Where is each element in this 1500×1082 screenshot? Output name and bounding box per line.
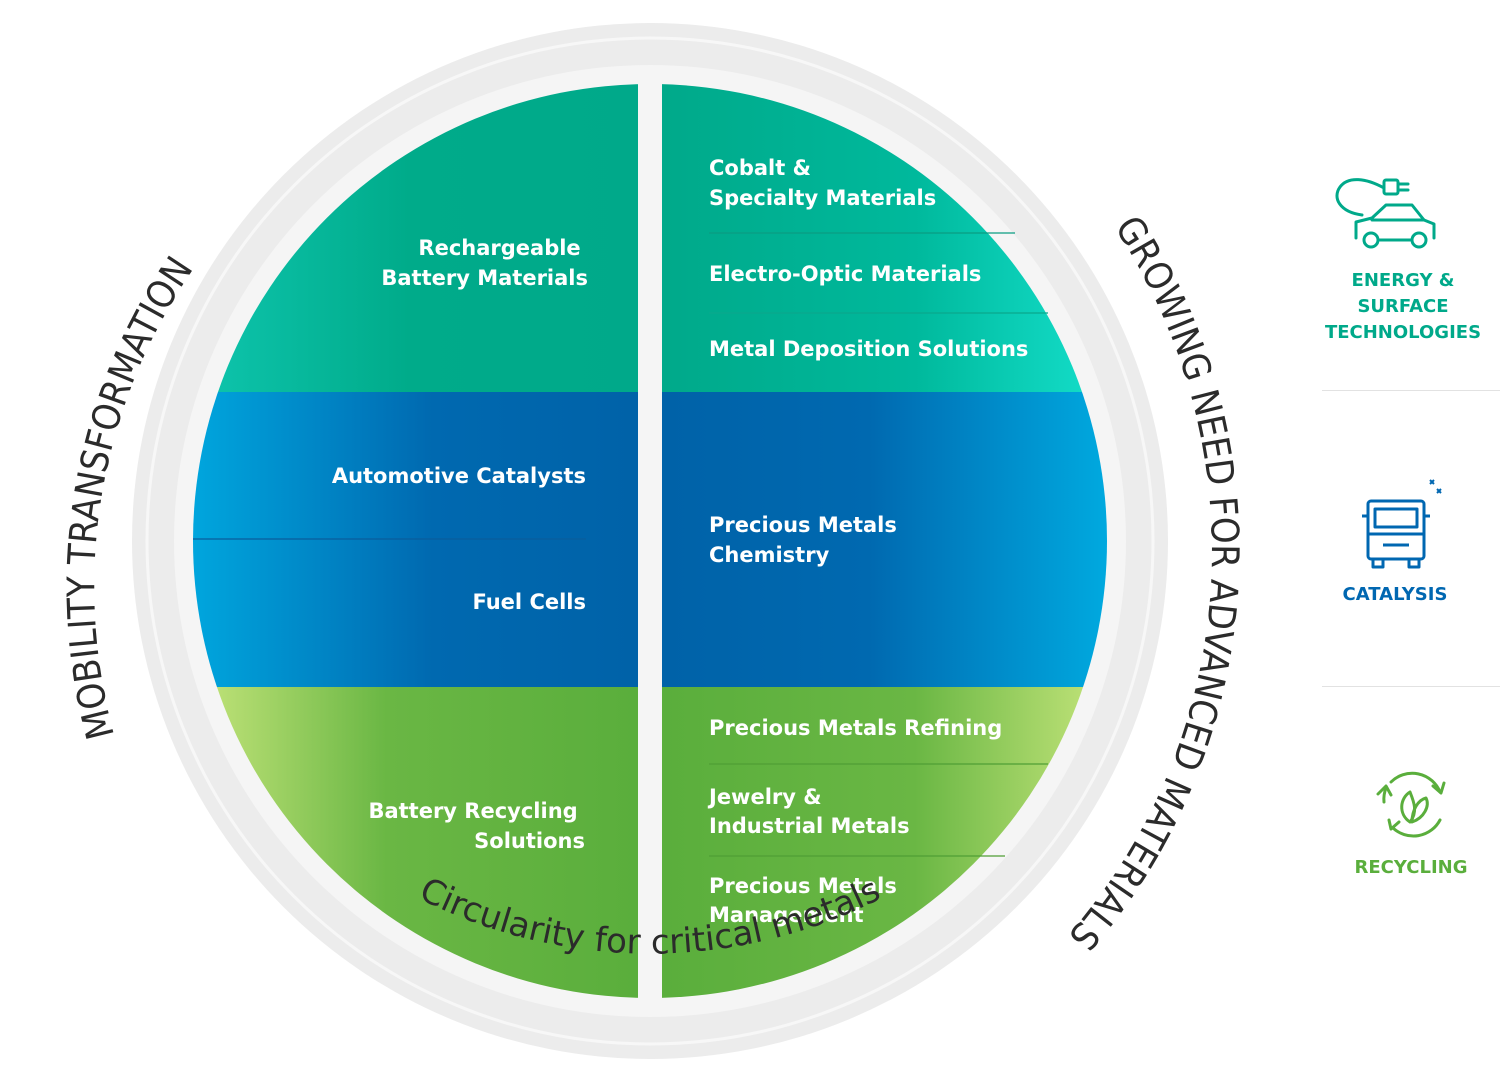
recycle-leaf-icon [1376,771,1446,838]
segment-precious-metals-chemistry[interactable] [662,392,1122,687]
legend-energy-label: ENERGY & SURFACE TECHNOLOGIES [1324,270,1482,343]
label-precious-metals-management: Precious Metals Management [709,874,904,927]
label-automotive-catalysts: Automotive Catalysts [332,464,586,488]
label-electro-optic: Electro-Optic Materials [709,262,981,286]
label-metal-deposition: Metal Deposition Solutions [709,337,1028,361]
electric-car-icon [1335,178,1436,249]
label-jewelry-industrial: Jewelry & Industrial Metals [707,785,910,838]
legend-divider-2 [1322,686,1500,687]
label-fuel-cells: Fuel Cells [472,590,586,614]
label-rechargeable-battery: Rechargeable Battery Materials [381,236,588,290]
legend-catalysis-label: CATALYSIS [1342,584,1448,605]
segment-dividers [193,232,1048,857]
label-precious-metals-refining: Precious Metals Refining [709,716,1002,740]
truck-icon [1362,479,1442,569]
label-cobalt-specialty: Cobalt & Specialty Materials [709,156,936,210]
legend-divider-1 [1322,390,1500,391]
label-battery-recycling: Battery Recycling Solutions [368,799,585,853]
legend-recycling-label: RECYCLING [1354,857,1468,878]
label-precious-metals-chemistry: Precious Metals Chemistry [709,513,904,567]
